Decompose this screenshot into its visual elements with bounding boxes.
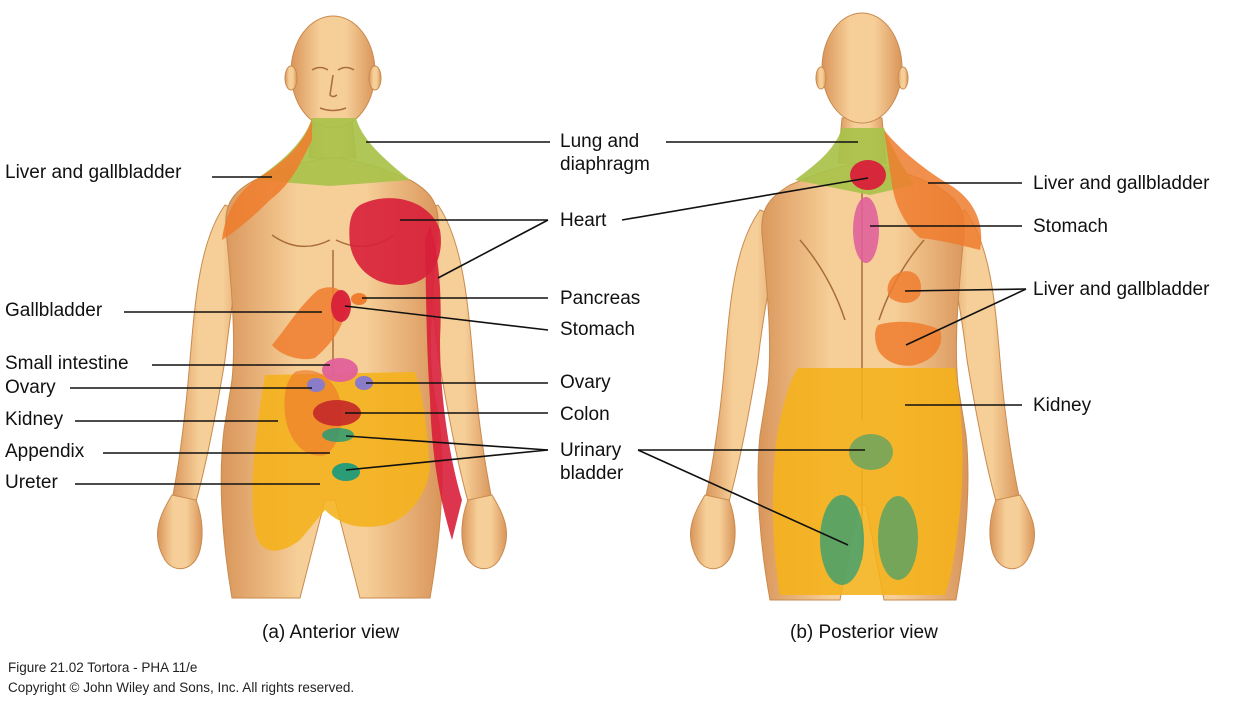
- label-urinary-bladder-line1: Urinary: [560, 440, 622, 461]
- posterior-zone-stomach: [853, 197, 879, 263]
- label-anterior-ovary: Ovary: [5, 377, 56, 398]
- posterior-zone-liver-gallbladder-mid: [887, 271, 921, 303]
- label-pancreas: Pancreas: [560, 288, 641, 309]
- leader-posterior-liver-gallbladder-mid: [904, 288, 1027, 292]
- anterior-zone-small-intestine: [322, 358, 358, 382]
- posterior-zone-heart: [850, 160, 886, 190]
- posterior-zone-urinary-bladder-left-buttock: [820, 495, 864, 585]
- posterior-zone-kidney: [772, 368, 963, 595]
- leader-urinary-bladder-buttock: [637, 449, 849, 546]
- label-posterior-kidney: Kidney: [1033, 395, 1092, 416]
- label-stomach: Stomach: [560, 319, 635, 340]
- anterior-zone-liver-gallbladder-shoulder: [222, 118, 312, 240]
- caption-posterior-view: (b) Posterior view: [790, 622, 938, 643]
- leader-heart-arm: [437, 219, 549, 279]
- label-urinary-bladder-line2: bladder: [560, 463, 624, 484]
- posterior-zone-liver-gallbladder-shoulder: [884, 130, 982, 250]
- anterior-zone-ovary-right: [355, 376, 373, 390]
- anterior-zone-stomach: [331, 290, 351, 322]
- label-lung-diaphragm-line2: diaphragm: [560, 154, 650, 175]
- label-anterior-appendix: Appendix: [5, 441, 85, 462]
- caption-anterior-view: (a) Anterior view: [262, 622, 400, 643]
- label-heart: Heart: [560, 210, 607, 231]
- anterior-zone-heart-arm: [425, 225, 462, 540]
- leader-urinary-bladder-anterior-lower: [345, 449, 549, 471]
- anterior-zone-ovary-left: [307, 378, 325, 392]
- leader-urinary-bladder-anterior-upper: [345, 435, 549, 451]
- label-anterior-kidney: Kidney: [5, 409, 64, 430]
- leader-posterior-liver-gallbladder-low: [905, 288, 1027, 346]
- label-lung-diaphragm-line1: Lung and: [560, 131, 640, 152]
- anterior-zone-colon: [313, 400, 361, 426]
- label-ovary: Ovary: [560, 372, 611, 393]
- anterior-figure: [156, 15, 508, 599]
- label-anterior-ureter: Ureter: [5, 472, 58, 493]
- anterior-zone-gallbladder: [272, 287, 347, 360]
- label-anterior-small-intestine: Small intestine: [5, 353, 129, 374]
- anterior-zone-urinary-bladder: [322, 428, 354, 442]
- label-posterior-liver-gallbladder-upper: Liver and gallbladder: [1033, 173, 1210, 194]
- figure-credit-line1: Figure 21.02 Tortora - PHA 11/e: [8, 660, 198, 675]
- posterior-zone-urinary-bladder-right-buttock: [878, 496, 918, 580]
- leader-stomach-anterior: [344, 305, 549, 331]
- anterior-zone-ureter: [332, 463, 360, 481]
- label-anterior-liver-gallbladder: Liver and gallbladder: [5, 162, 182, 183]
- label-posterior-liver-gallbladder-lower: Liver and gallbladder: [1033, 279, 1210, 300]
- figure-credit-line2: Copyright © John Wiley and Sons, Inc. Al…: [8, 680, 355, 695]
- leader-heart-posterior: [621, 177, 869, 221]
- anterior-zone-pancreas: [351, 293, 367, 305]
- label-colon: Colon: [560, 404, 610, 425]
- posterior-figure: [689, 12, 1036, 601]
- leader-lines: [70, 141, 1027, 546]
- label-posterior-stomach: Stomach: [1033, 216, 1108, 237]
- label-anterior-gallbladder: Gallbladder: [5, 300, 103, 321]
- posterior-zone-urinary-bladder-sacral: [849, 434, 893, 470]
